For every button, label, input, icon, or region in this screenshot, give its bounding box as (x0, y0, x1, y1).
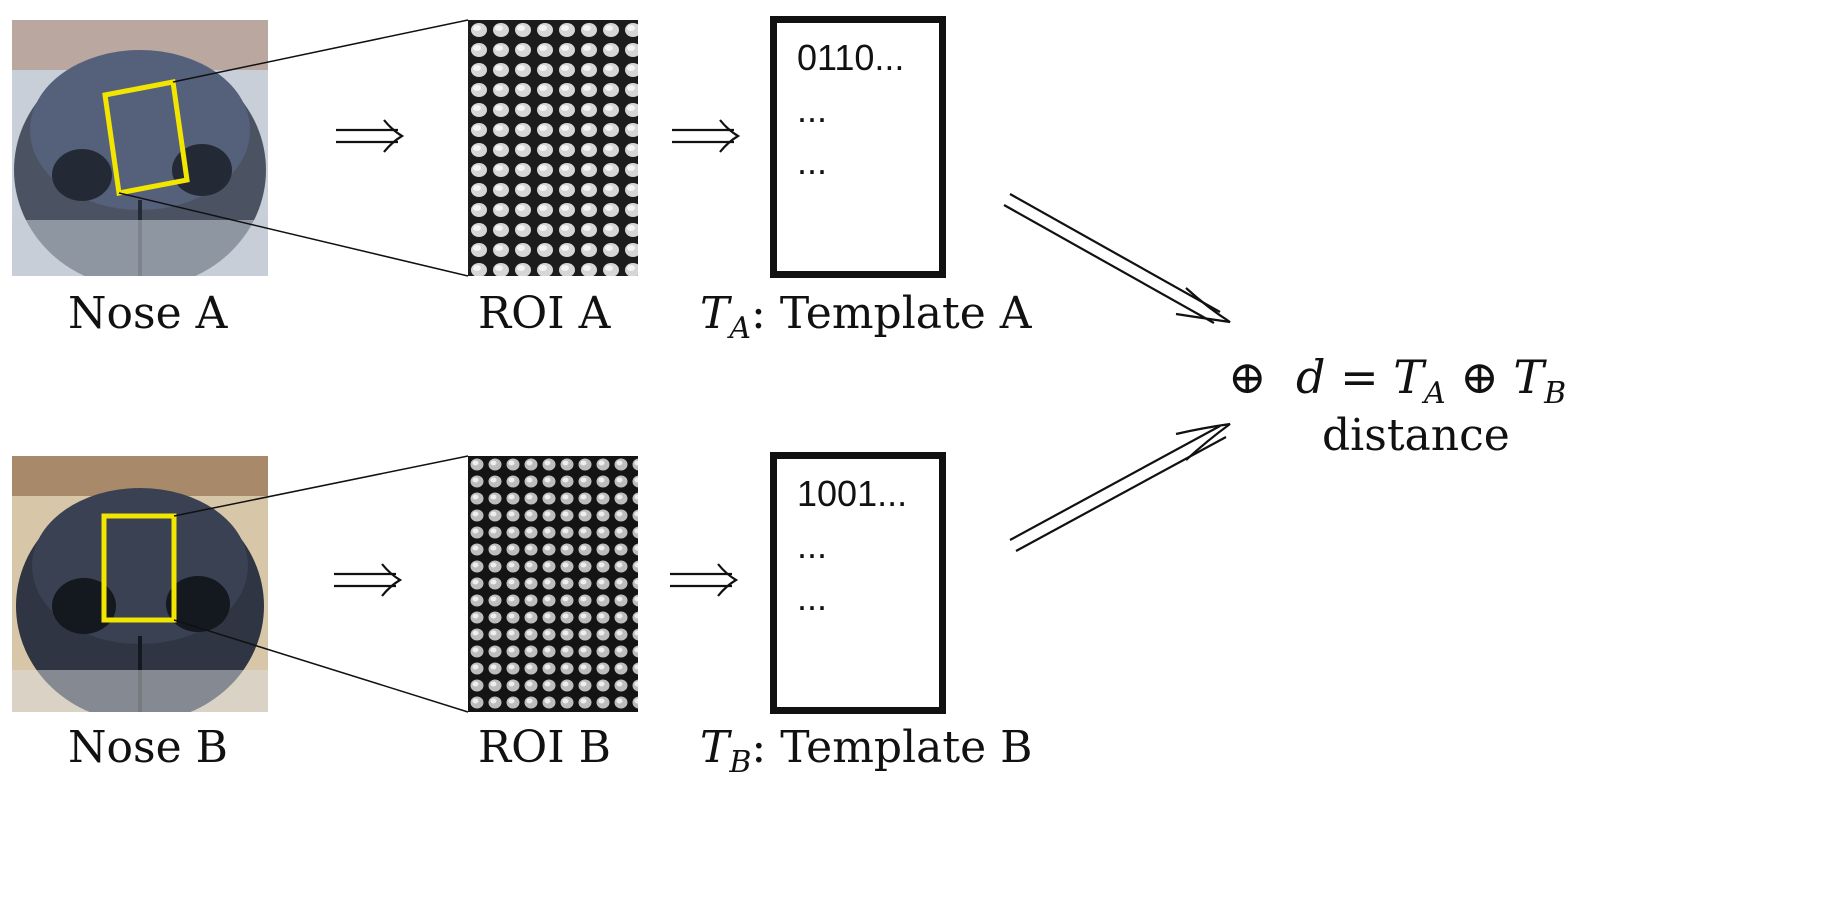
roi-b-caption: ROI B (478, 722, 611, 773)
nose-b-caption: Nose B (68, 722, 228, 773)
template-a-line-1: 0110... (797, 37, 905, 78)
formula-eq: = (1340, 350, 1379, 404)
distance-formula: d = TA ⊕ TB (1296, 350, 1566, 411)
formula-a-symbol: T (1393, 350, 1424, 404)
template-a-box: 0110... ... ... (770, 16, 946, 278)
double-arrow-down-right-icon (1003, 193, 1231, 324)
formula-op: ⊕ (1460, 350, 1499, 404)
roi-a-image (468, 20, 638, 276)
formula-lhs: d (1296, 350, 1326, 404)
double-arrow-right-icon (336, 119, 405, 153)
template-a-symbol: T (700, 288, 730, 339)
double-arrow-right-icon (334, 563, 403, 597)
double-arrow-up-right-icon (1009, 422, 1231, 552)
template-b-subscript: B (729, 745, 752, 780)
roi-a-caption: ROI A (478, 288, 611, 339)
template-a-caption: TA: Template A (700, 288, 1032, 346)
roi-b-image (468, 456, 638, 712)
template-a-line-3: ... (797, 141, 828, 182)
template-a-subscript: A (729, 311, 752, 346)
template-b-symbol: T (700, 722, 730, 773)
double-arrow-right-icon (672, 119, 741, 153)
distance-caption: distance (1322, 410, 1510, 461)
template-b-line-2: ... (797, 525, 828, 566)
nose-b-image (12, 456, 268, 712)
template-a-line-2: ... (797, 89, 828, 130)
nose-a-caption: Nose A (68, 288, 228, 339)
template-b-box: 1001... ... ... (770, 452, 946, 714)
xor-operator-symbol: ⊕ (1228, 350, 1267, 404)
formula-b-sub: B (1544, 376, 1567, 411)
template-b-line-1: 1001... (797, 473, 908, 514)
template-b-line-3: ... (797, 577, 828, 618)
template-b-caption-text: : Template B (751, 722, 1033, 773)
double-arrow-right-icon (670, 563, 739, 597)
formula-a-sub: A (1423, 376, 1446, 411)
template-a-caption-text: : Template A (751, 288, 1032, 339)
template-b-caption: TB: Template B (700, 722, 1032, 780)
formula-b-symbol: T (1513, 350, 1545, 404)
nose-a-image (12, 20, 268, 276)
